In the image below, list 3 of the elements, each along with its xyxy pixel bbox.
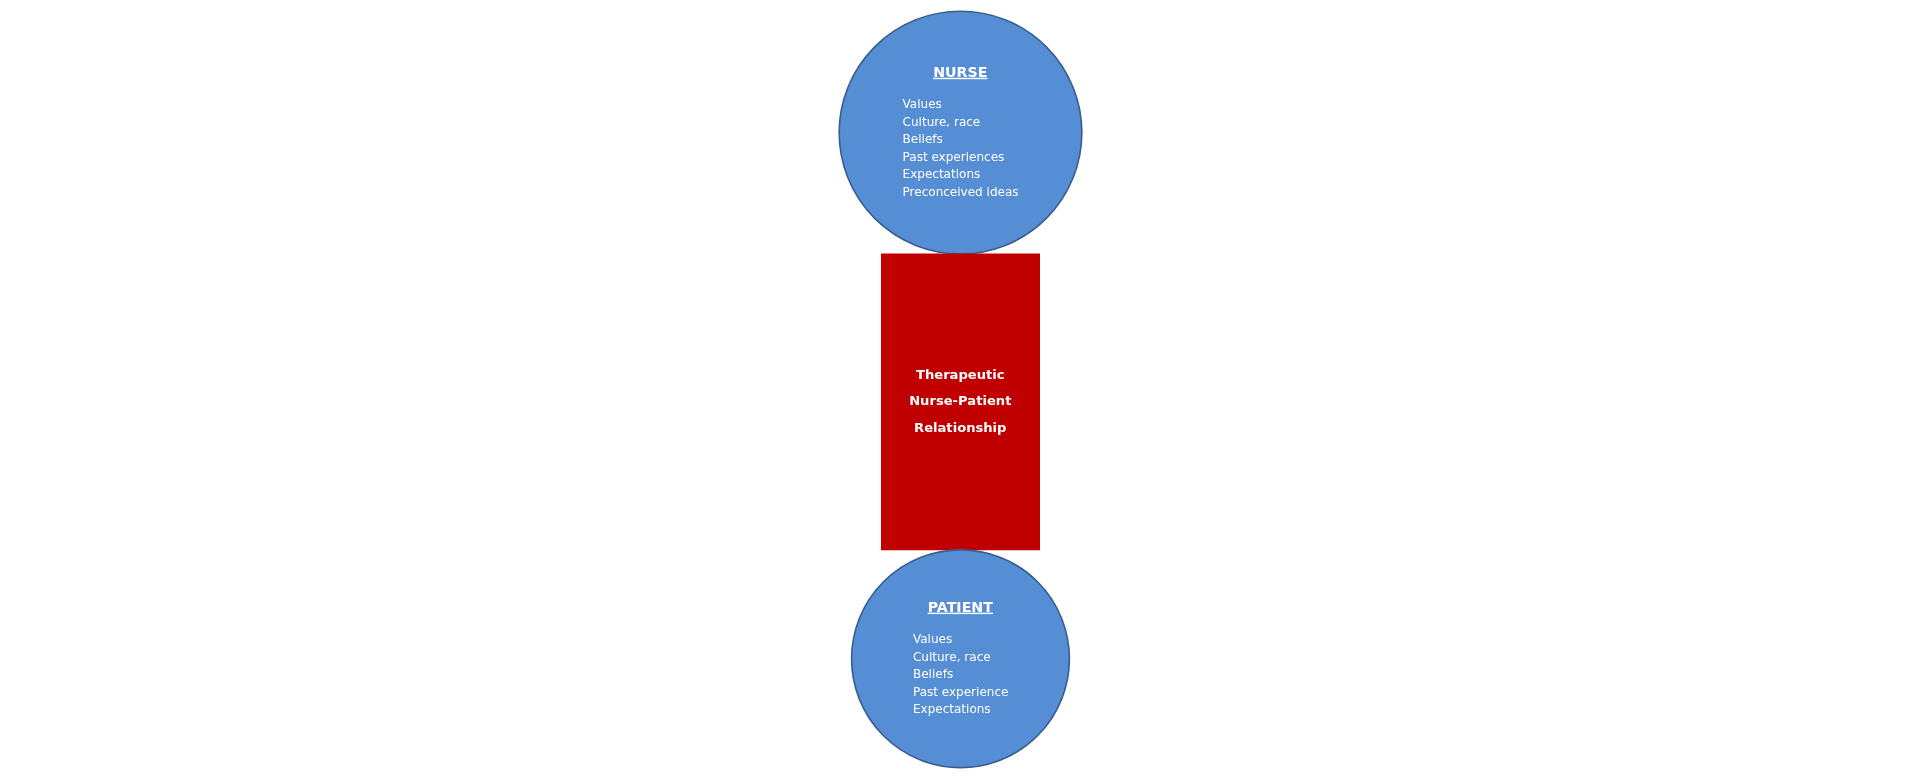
node-box: Therapeutic Nurse-Patient Relationship — [881, 253, 1040, 550]
node-circle: NURSE Values Culture, race Beliefs Past experiences Expectations Preconceived ideas — [838, 9, 1083, 255]
node-circle: PATIENT Values Culture, race Beliefs Past experience Expectations — [850, 548, 1071, 768]
